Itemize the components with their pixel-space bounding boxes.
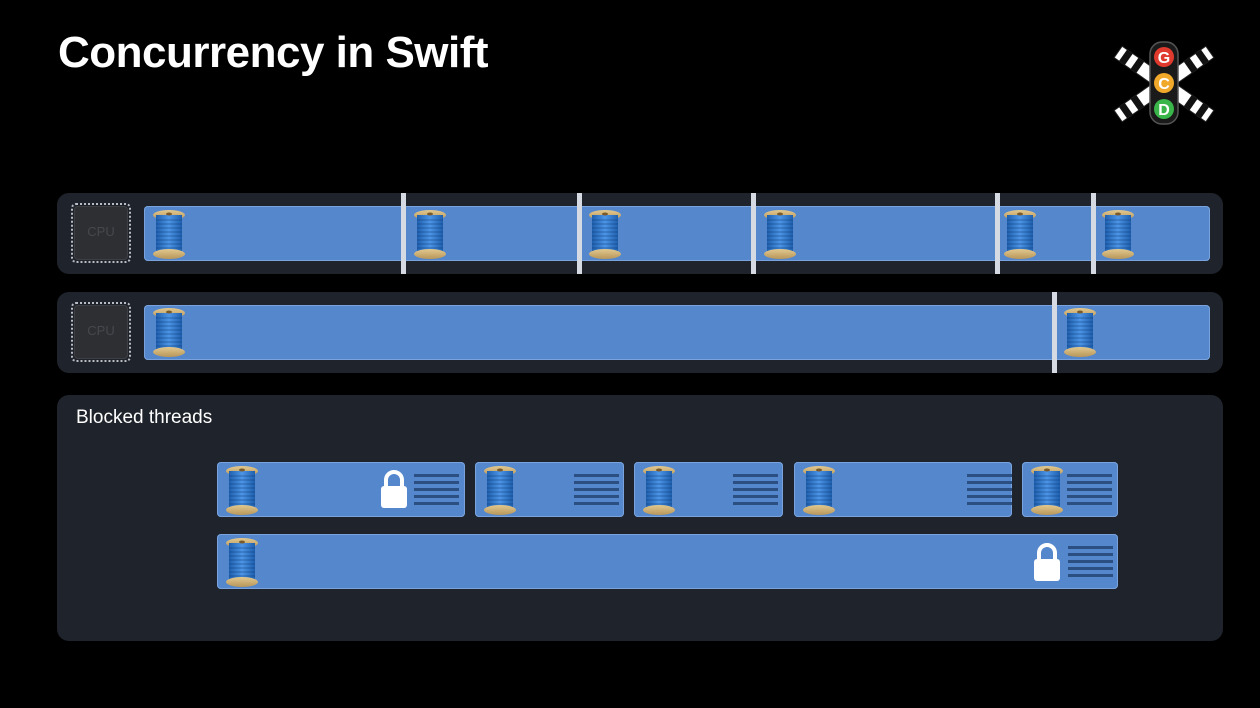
gcd-logo: G C D: [1113, 41, 1215, 125]
blocked-thread: [475, 462, 624, 517]
spool-icon: [802, 465, 836, 515]
blocked-thread: [217, 462, 465, 517]
stack-frames-icon: [1067, 474, 1112, 508]
stack-frames-icon: [574, 474, 619, 508]
context-switch-divider: [751, 193, 756, 274]
context-switch-divider: [401, 193, 406, 274]
logo-light-green: [1154, 99, 1174, 119]
lock-icon: [380, 470, 408, 509]
spool-icon: [483, 465, 517, 515]
logo-letter-c: C: [1158, 76, 1170, 93]
spool-icon: [1063, 307, 1097, 357]
stack-frames-icon: [1068, 546, 1113, 580]
stack-frames-icon: [733, 474, 778, 508]
context-switch-divider: [1052, 292, 1057, 373]
stack-frames-icon: [967, 474, 1012, 508]
context-switch-divider: [577, 193, 582, 274]
spool-icon: [152, 307, 186, 357]
cpu-chip-icon: CPU: [71, 203, 131, 263]
thread-bar: [144, 305, 1210, 360]
logo-letter-g: G: [1158, 50, 1170, 67]
blocked-thread: [217, 534, 1118, 589]
context-switch-divider: [1091, 193, 1096, 274]
spool-icon: [225, 537, 259, 587]
thread-bar: [144, 206, 1210, 261]
logo-letter-d: D: [1158, 102, 1170, 119]
blocked-thread: [634, 462, 783, 517]
blocked-threads-panel: Blocked threads: [57, 395, 1223, 641]
cpu-row-1: CPU: [57, 193, 1223, 274]
context-switch-divider: [995, 193, 1000, 274]
spool-icon: [588, 209, 622, 259]
spool-icon: [225, 465, 259, 515]
spool-icon: [1101, 209, 1135, 259]
cpu-row-2: CPU: [57, 292, 1223, 373]
blocked-threads-label: Blocked threads: [76, 407, 213, 428]
spool-icon: [413, 209, 447, 259]
cpu-chip-icon: CPU: [71, 302, 131, 362]
logo-light-amber: [1154, 73, 1174, 93]
blocked-thread: [1022, 462, 1118, 517]
spool-icon: [1003, 209, 1037, 259]
spool-icon: [152, 209, 186, 259]
spool-icon: [1030, 465, 1064, 515]
page-title: Concurrency in Swift: [58, 28, 489, 77]
lock-icon: [1033, 543, 1061, 582]
cpu-chip-label: CPU: [87, 323, 115, 338]
spool-icon: [642, 465, 676, 515]
spool-icon: [763, 209, 797, 259]
stack-frames-icon: [414, 474, 459, 508]
cpu-chip-label: CPU: [87, 224, 115, 239]
logo-light-red: [1154, 47, 1174, 67]
blocked-thread: [794, 462, 1012, 517]
